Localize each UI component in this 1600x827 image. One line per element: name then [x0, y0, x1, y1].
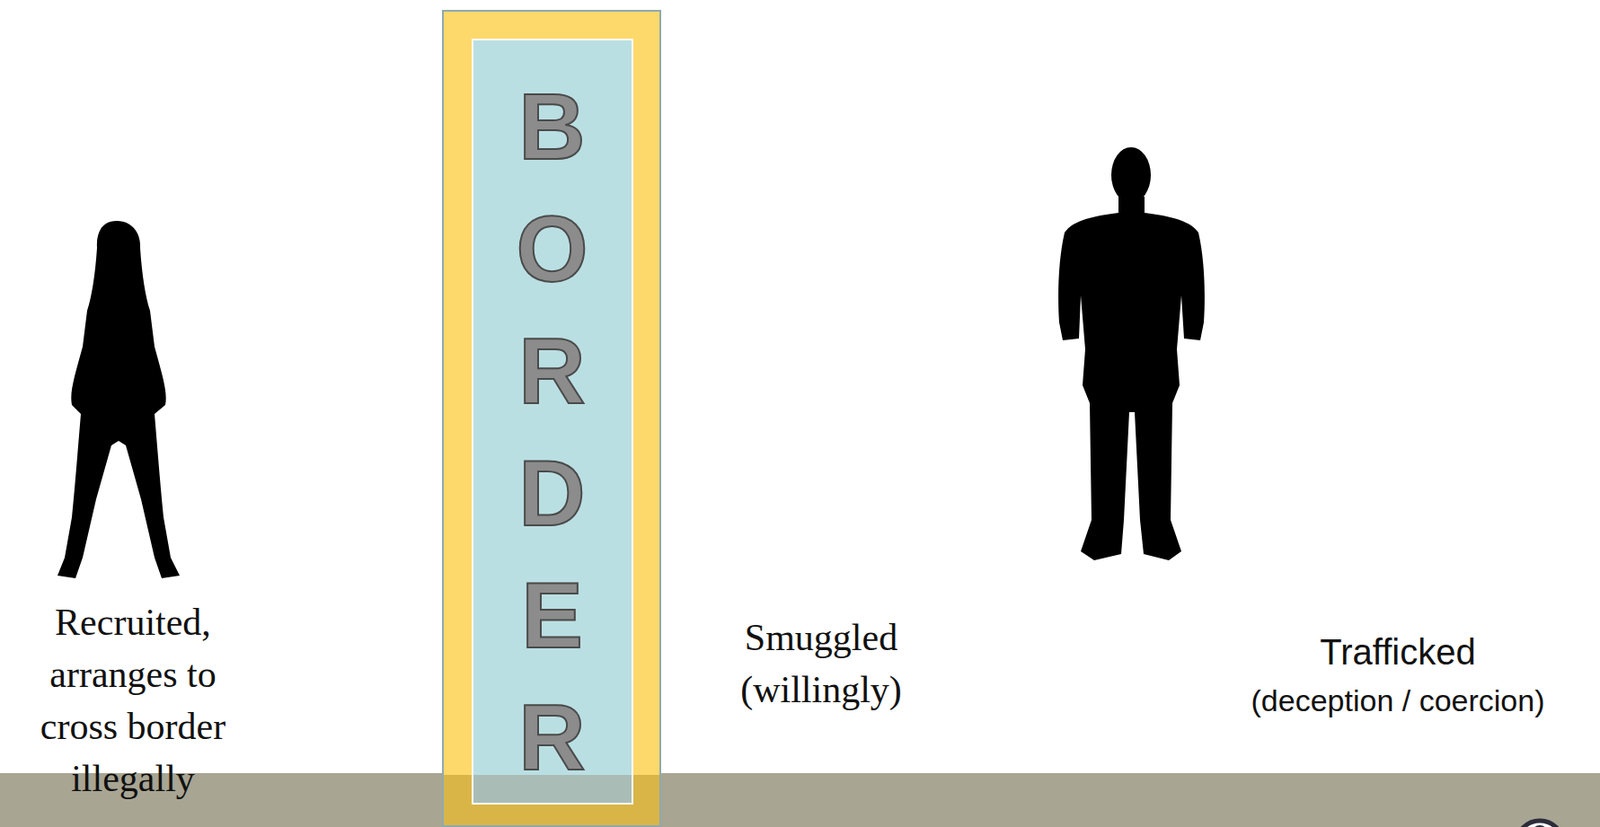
vertical-word: BORDER — [505, 66, 599, 800]
footer-band — [0, 773, 1600, 827]
woman-silhouette — [57, 220, 180, 579]
trafficked-caption: Trafficked — [1200, 629, 1596, 675]
border-panel: BORDER — [441, 9, 662, 827]
logo-mark — [1516, 821, 1564, 827]
man-silhouette — [1058, 147, 1205, 561]
recruited-caption: Recruited, arranges to cross border ille… — [16, 596, 250, 805]
trafficked-subcaption: (deception / coercion) — [1200, 681, 1596, 720]
smuggled-caption: Smuggled (willingly) — [713, 611, 929, 717]
